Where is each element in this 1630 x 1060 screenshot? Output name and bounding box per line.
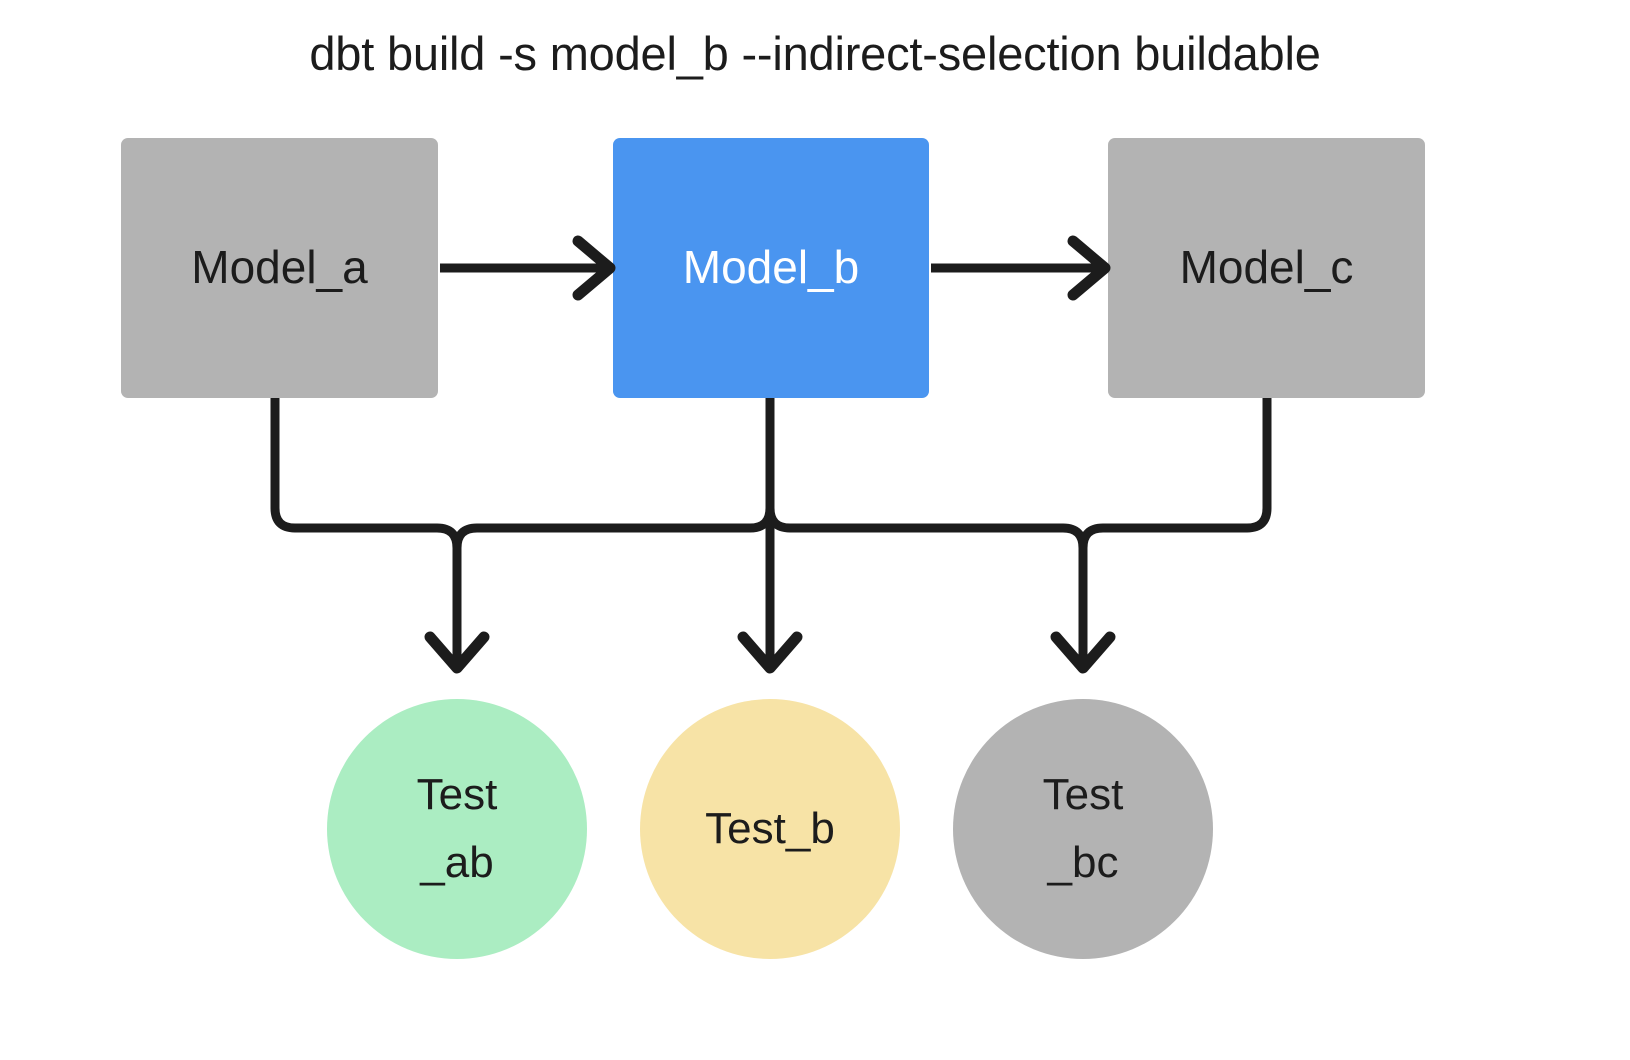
node-test-bc[interactable] [953,699,1213,959]
node-model-a[interactable] [121,138,438,398]
edge-model-b-to-test-bc [765,398,1116,674]
edge-model-a-to-test-ab [270,398,490,674]
edge-model-b-to-model-c [931,235,1111,301]
edge-model-b-to-test-ab [452,398,775,549]
node-model-b[interactable] [613,138,929,398]
edge-model-c-to-test-bc [1078,398,1272,549]
node-test-ab[interactable] [327,699,587,959]
diagram-title: dbt build -s model_b --indirect-selectio… [309,27,1321,80]
node-test-b[interactable] [640,699,900,959]
node-model-c[interactable] [1108,138,1425,398]
edge-model-a-to-model-b [440,235,616,301]
